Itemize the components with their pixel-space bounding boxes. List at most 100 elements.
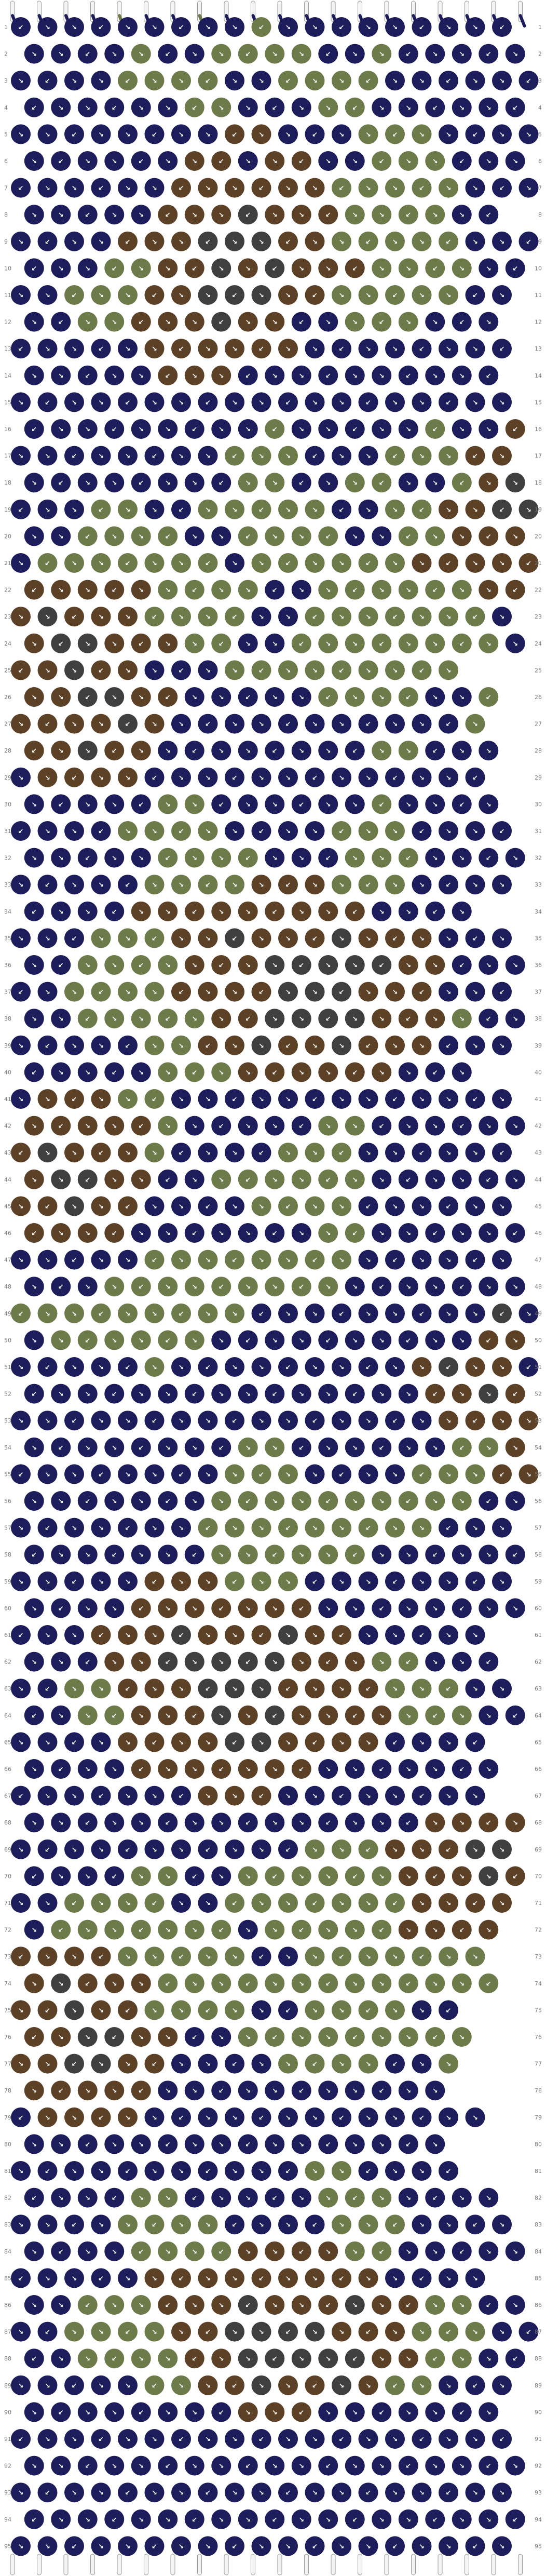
knot: [77, 1062, 98, 1082]
knot-arrow-icon: ↙: [432, 1391, 438, 1399]
knot-arrow-icon: ↘: [18, 1203, 24, 1211]
knot: [24, 687, 44, 707]
knot-arrow-icon: ↙: [379, 1123, 385, 1131]
knot: [439, 1518, 458, 1538]
knot-arrow-icon: ↙: [379, 640, 385, 648]
knot: [305, 231, 325, 251]
knot: [144, 2536, 165, 2556]
knot: [518, 178, 539, 198]
knot: [412, 2483, 432, 2503]
knot: [64, 1947, 84, 1967]
knot: [518, 124, 539, 144]
knot-arrow-icon: ↘: [298, 2034, 304, 2042]
knot: [51, 1866, 71, 1886]
knot-arrow-icon: ↘: [205, 989, 211, 997]
knot: [77, 1116, 98, 1136]
knot-arrow-icon: ↘: [419, 613, 425, 621]
knot: [238, 848, 258, 868]
knot: [51, 1545, 71, 1565]
knot-arrow-icon: ↙: [232, 2221, 238, 2229]
knot-arrow-icon: ↘: [352, 1176, 358, 1184]
knot-arrow-icon: ↘: [98, 774, 104, 782]
knot: [425, 901, 445, 921]
knot: [439, 17, 458, 37]
row-number-right: 49: [535, 1310, 542, 1317]
knot-arrow-icon: ↘: [112, 1283, 117, 1291]
knot: [385, 2161, 405, 2181]
knot: [358, 17, 378, 37]
knot: [479, 1705, 499, 1725]
knot-arrow-icon: ↘: [272, 2087, 278, 2095]
knot-arrow-icon: ↘: [219, 1337, 224, 1345]
knot: [291, 1330, 311, 1350]
knot: [278, 178, 298, 198]
knot-arrow-icon: ↘: [472, 345, 478, 353]
knot-arrow-icon: ↘: [58, 1659, 64, 1667]
knot: [425, 312, 445, 332]
string-tab-bottom: [331, 2554, 336, 2575]
knot: [158, 580, 178, 600]
knot: [425, 1759, 445, 1779]
knot: [265, 1813, 285, 1833]
knot: [398, 258, 418, 278]
knot: [64, 1196, 84, 1216]
knot-arrow-icon: ↘: [459, 372, 465, 380]
knot: [439, 2322, 458, 2342]
knot: [492, 607, 512, 627]
knot-arrow-icon: ↘: [472, 560, 478, 568]
knot: [144, 767, 165, 787]
knot: [265, 794, 285, 814]
knot: [425, 2081, 445, 2101]
knot-arrow-icon: ↘: [98, 2007, 104, 2015]
knot-arrow-icon: ↙: [18, 1310, 24, 1318]
knot-arrow-icon: ↙: [98, 506, 104, 514]
knot-arrow-icon: ↘: [432, 855, 438, 863]
knot: [505, 2456, 525, 2476]
knot: [184, 2027, 204, 2047]
knot-arrow-icon: ↘: [219, 1873, 224, 1881]
knot-arrow-icon: ↘: [58, 426, 64, 434]
knot-arrow-icon: ↘: [392, 1632, 398, 1640]
knot-arrow-icon: ↘: [31, 158, 37, 166]
knot: [452, 312, 472, 332]
knot-arrow-icon: ↘: [446, 2275, 452, 2283]
knot-arrow-icon: ↙: [58, 2087, 64, 2095]
knot-arrow-icon: ↙: [192, 1551, 197, 1559]
knot-arrow-icon: ↙: [339, 1953, 345, 1961]
knot-arrow-icon: ↙: [45, 238, 50, 246]
row-number-left: 4: [4, 104, 8, 111]
knot: [171, 17, 191, 37]
knot: [332, 2107, 351, 2127]
knot-arrow-icon: ↘: [432, 640, 438, 648]
knot-arrow-icon: ↘: [85, 747, 90, 755]
knot: [479, 633, 499, 653]
knot: [158, 1759, 178, 1779]
knot: [265, 2081, 285, 2101]
knot: [345, 1169, 365, 1189]
knot: [158, 1330, 178, 1350]
knot: [278, 2483, 298, 2503]
row-number-left: 67: [4, 1793, 11, 1800]
knot-arrow-icon: ↙: [85, 855, 90, 863]
knot: [251, 392, 271, 412]
knot-arrow-icon: ↘: [45, 774, 50, 782]
knot: [77, 526, 98, 546]
knot: [412, 231, 432, 251]
knot-arrow-icon: ↙: [365, 881, 371, 889]
knot: [118, 1625, 138, 1645]
knot: [198, 928, 218, 948]
knot-arrow-icon: ↙: [298, 640, 304, 648]
knot-arrow-icon: ↙: [405, 855, 411, 863]
knot-arrow-icon: ↘: [125, 24, 131, 32]
knot: [425, 2349, 445, 2369]
knot-arrow-icon: ↘: [219, 1230, 224, 1238]
knot-arrow-icon: ↙: [272, 2355, 278, 2363]
knot-arrow-icon: ↘: [138, 2516, 144, 2524]
knot: [372, 473, 392, 493]
knot: [184, 2081, 204, 2101]
knot-arrow-icon: ↙: [72, 1900, 77, 1908]
knot: [318, 151, 338, 171]
knot: [11, 660, 31, 680]
knot-arrow-icon: ↙: [219, 801, 224, 809]
knot: [37, 1732, 58, 1752]
